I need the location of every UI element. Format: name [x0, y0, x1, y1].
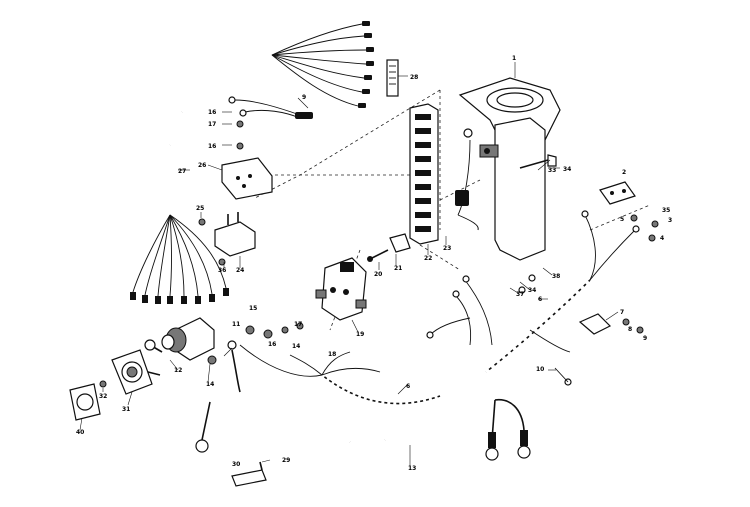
- mid-fasteners: [207, 322, 304, 487]
- callout-6: 6: [538, 296, 542, 303]
- callout-38: 38: [552, 273, 560, 280]
- wire-harness-bundle-lower: [239, 344, 441, 406]
- callout-30: 30: [232, 461, 240, 468]
- callout-26: 26: [198, 162, 206, 169]
- callout-37: 37: [516, 291, 524, 298]
- starter-bracket-housing: [455, 77, 561, 261]
- callout-leader-lines: [79, 62, 619, 466]
- callout-16: 16: [208, 109, 216, 116]
- callout-17: 17: [208, 121, 216, 128]
- battery-cable-long: [384, 398, 531, 461]
- callout-13: 13: [408, 465, 416, 472]
- callout-4: 4: [660, 235, 664, 242]
- callout-15: 15: [249, 305, 257, 312]
- panel-plate-40: [69, 383, 101, 421]
- callout-9: 9: [643, 335, 647, 342]
- callout-25: 25: [196, 205, 204, 212]
- callout-23: 23: [443, 245, 451, 252]
- right-side-fasteners: [554, 214, 659, 386]
- rectifier: [198, 212, 256, 266]
- callout-22: 22: [424, 255, 432, 262]
- wire-harness-bundle-right: [484, 210, 640, 374]
- callout-17b: 17: [294, 321, 302, 328]
- ignition-switch: [132, 317, 215, 376]
- screw-33: [519, 154, 557, 169]
- callout-10: 10: [536, 366, 544, 373]
- callout-40: 40: [76, 429, 84, 436]
- callout-24: 24: [236, 267, 244, 274]
- callout-29: 29: [282, 457, 290, 464]
- terminal-strip: [409, 103, 439, 245]
- callout-20: 20: [374, 271, 382, 278]
- small-wire-assembly: [228, 96, 313, 150]
- lower-harness-cable: [130, 144, 229, 304]
- callout-6b: 6: [406, 383, 410, 390]
- callout-14: 14: [206, 381, 214, 388]
- callout-8: 8: [628, 326, 632, 333]
- callout-1: 1: [512, 55, 516, 62]
- terminal-block: [221, 157, 273, 200]
- callout-32: 32: [99, 393, 107, 400]
- callout-36: 36: [218, 267, 226, 274]
- loose-wires: [426, 274, 536, 346]
- washer-32: [99, 380, 107, 388]
- callout-19: 19: [356, 331, 364, 338]
- callout-16c: 16: [268, 341, 276, 348]
- callout-14b: 14: [292, 343, 300, 350]
- callout-3: 3: [668, 217, 672, 224]
- panel-plate-31: [111, 349, 153, 395]
- label-tag-part: [386, 59, 399, 97]
- callout-34: 34: [563, 166, 571, 173]
- callout-18: 18: [328, 351, 336, 358]
- callout-5: 5: [620, 216, 624, 223]
- fuse-holder: [367, 233, 411, 262]
- callout-35: 35: [662, 207, 670, 214]
- callout-33: 33: [548, 167, 556, 174]
- battery-cable-short: [195, 397, 351, 453]
- callout-numbers: 1 2 3 4 5 6 6 7 8 9 9 10 11 12 13 14 14 …: [76, 55, 672, 472]
- kill-switch: [599, 181, 636, 205]
- callout-21: 21: [394, 265, 402, 272]
- upper-harness-cable: [180, 21, 374, 115]
- callout-28: 28: [410, 74, 418, 81]
- callout-12: 12: [174, 367, 182, 374]
- callout-27: 27: [178, 168, 186, 175]
- callout-11: 11: [232, 321, 240, 328]
- callout-7: 7: [620, 309, 624, 316]
- callout-31: 31: [122, 406, 130, 413]
- callout-34b: 34: [528, 287, 536, 294]
- callout-2: 2: [622, 169, 626, 176]
- starter-solenoid: [315, 257, 367, 321]
- callout-16b: 16: [208, 143, 216, 150]
- callout-9b: 9: [302, 94, 306, 101]
